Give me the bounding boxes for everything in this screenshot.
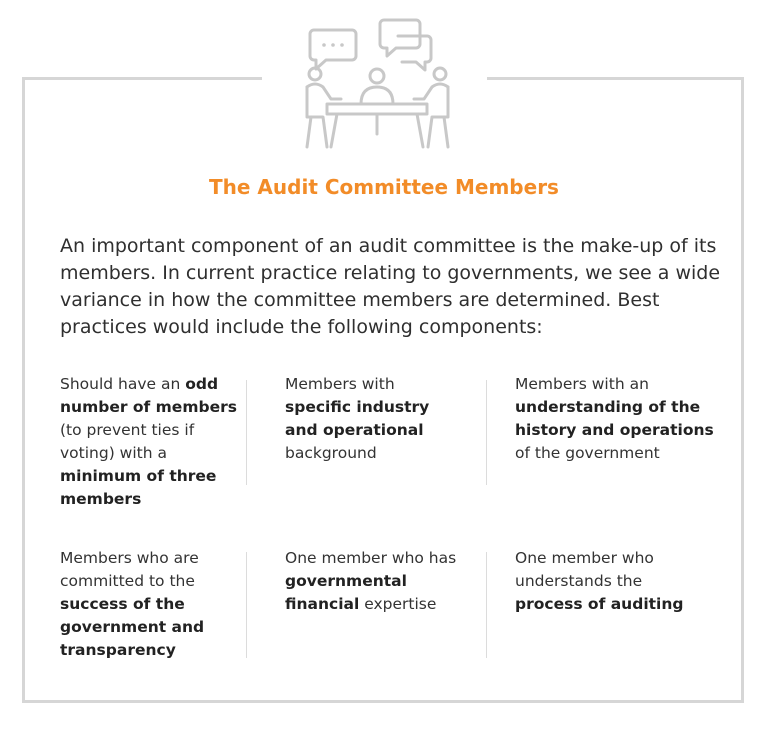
committee-meeting-icon [305, 18, 450, 149]
component-industry-background: Members with specific industry and opera… [285, 375, 430, 462]
page-title: The Audit Committee Members [209, 175, 559, 199]
intro-paragraph: An important component of an audit commi… [60, 235, 721, 338]
column-divider [486, 380, 487, 485]
component-process-auditing: One member who understands the process o… [515, 549, 684, 613]
component-success-transparency: Members who are committed to the success… [60, 549, 205, 659]
column-divider [246, 552, 247, 658]
column-divider [246, 380, 247, 485]
component-odd-number: Should have an odd number of members (to… [60, 375, 237, 508]
component-financial-expertise: One member who has governmental financia… [285, 549, 457, 613]
component-history-operations: Members with an understanding of the his… [515, 375, 714, 462]
column-divider [486, 552, 487, 658]
